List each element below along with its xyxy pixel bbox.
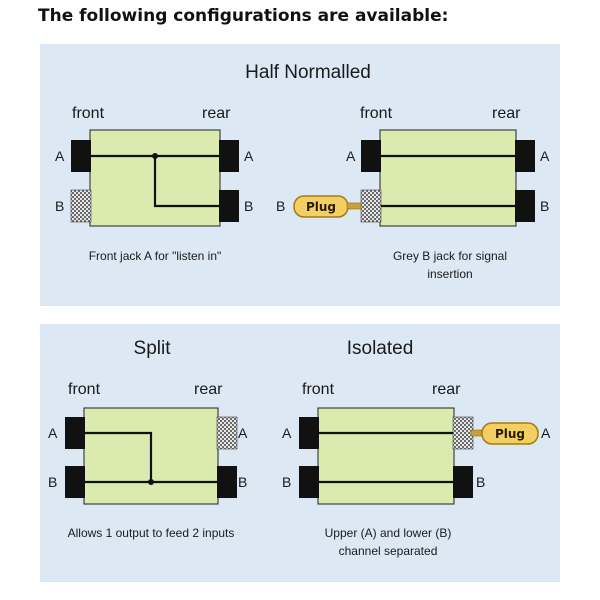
split-line-a <box>85 431 153 482</box>
front-jack-b-grey <box>360 189 382 223</box>
caption-line-2: insertion <box>427 267 472 281</box>
panel-half-normalled: Half Normalled front rear A B A B Front … <box>40 44 560 306</box>
front-label: front <box>72 105 105 122</box>
caption-line-2: channel separated <box>339 544 438 558</box>
label-b-right: B <box>476 474 485 490</box>
front-jack-b <box>65 466 85 498</box>
front-jack-a <box>65 417 85 449</box>
normal-link-line <box>153 156 219 208</box>
plug-tip <box>346 202 362 210</box>
label-b-left: B <box>48 474 57 490</box>
rear-label: rear <box>194 381 223 398</box>
half-normalled-insert-diagram: front rear Plug B A A B Grey B jack for … <box>276 105 550 281</box>
page-heading: The following configurations are availab… <box>38 6 449 26</box>
module-box <box>379 129 517 227</box>
label-b-left: B <box>282 474 291 490</box>
rear-jack-a-grey <box>216 416 238 450</box>
half-normalled-front-diagram: front rear A B A B Front jack A for "lis… <box>55 105 254 263</box>
rear-jack-b <box>453 466 473 498</box>
caption: Allows 1 output to feed 2 inputs <box>68 526 235 540</box>
label-b-right: B <box>540 198 549 214</box>
label-a-right: A <box>244 148 254 164</box>
rear-label: rear <box>202 105 231 122</box>
label-b-left: B <box>55 198 64 214</box>
label-a-left: A <box>282 425 292 441</box>
front-label: front <box>68 381 101 398</box>
split-title: Split <box>134 338 172 359</box>
junction-dot <box>148 479 154 485</box>
rear-jack-a-grey <box>452 416 474 450</box>
front-label: front <box>360 105 393 122</box>
rear-label: rear <box>432 381 461 398</box>
isolated-diagram: Isolated front rear Plug A B A B Upper (… <box>282 338 551 558</box>
label-a-left: A <box>346 148 356 164</box>
label-a-right: A <box>540 148 550 164</box>
label-b-outer: B <box>276 198 285 214</box>
rear-label: rear <box>492 105 521 122</box>
panel-title: Half Normalled <box>245 62 371 83</box>
caption-line-1: Grey B jack for signal <box>393 249 507 263</box>
rear-jack-a <box>515 140 535 172</box>
junction-dot <box>152 153 158 159</box>
rear-jack-a <box>219 140 239 172</box>
caption: Front jack A for "listen in" <box>89 249 222 263</box>
label-a-left: A <box>48 425 58 441</box>
label-a-right: A <box>238 425 248 441</box>
split-diagram: Split front rear A B A B Allows 1 output… <box>48 338 248 540</box>
front-jack-a <box>71 140 91 172</box>
isolated-title: Isolated <box>347 338 414 359</box>
plug-tip <box>470 429 484 437</box>
front-jack-b-grey <box>70 189 92 223</box>
front-jack-b <box>299 466 319 498</box>
caption-line-1: Upper (A) and lower (B) <box>325 526 452 540</box>
front-jack-a <box>361 140 381 172</box>
label-a-outer: A <box>541 425 551 441</box>
plug-label: Plug <box>306 200 336 214</box>
label-b-right: B <box>244 198 253 214</box>
front-jack-a <box>299 417 319 449</box>
label-a-left: A <box>55 148 65 164</box>
label-b-right: B <box>238 474 247 490</box>
rear-jack-b <box>217 466 237 498</box>
front-label: front <box>302 381 335 398</box>
rear-jack-b <box>219 190 239 222</box>
plug-label: Plug <box>495 427 525 441</box>
rear-jack-b <box>515 190 535 222</box>
plug-body <box>481 422 539 445</box>
module-box <box>317 407 455 505</box>
panel-split-isolated: Split front rear A B A B Allows 1 output… <box>40 324 560 582</box>
